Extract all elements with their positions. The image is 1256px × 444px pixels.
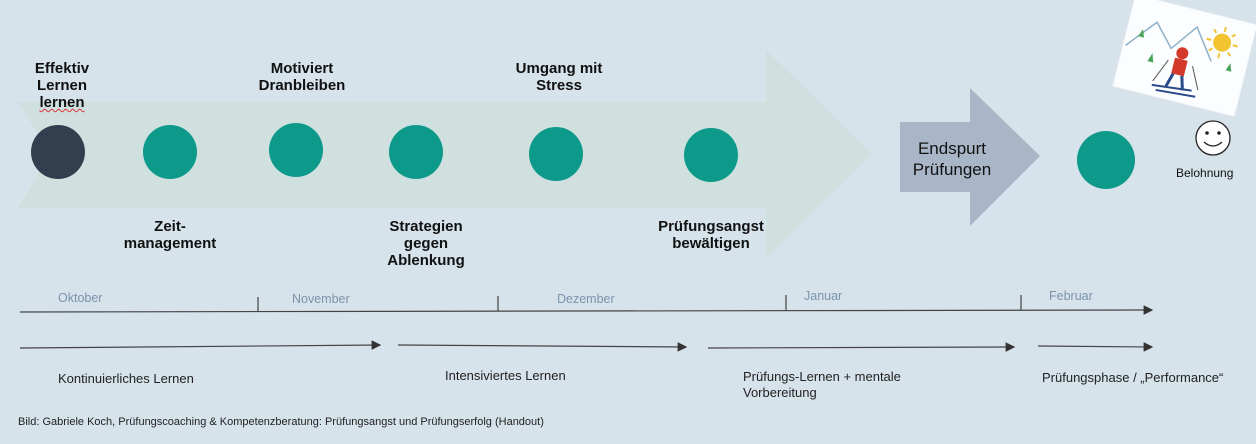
month-februar: Februar xyxy=(1049,289,1093,303)
month-januar: Januar xyxy=(804,289,843,303)
big-arrow xyxy=(18,50,872,258)
phase-arrow-2 xyxy=(397,342,688,352)
label-stress: Umgang mit Stress xyxy=(515,60,603,94)
label-strategien: Strategien gegen Ablenkung xyxy=(387,218,465,269)
label-zeitmanagement: Zeit- management xyxy=(123,218,217,252)
endspurt-arrow xyxy=(900,88,1040,226)
smiley-icon xyxy=(1195,120,1231,156)
milestone-dot-1 xyxy=(31,125,85,179)
milestone-dot-7 xyxy=(1077,131,1135,189)
milestone-dot-3 xyxy=(269,123,323,177)
label-motiviert: Motiviert Dranbleiben xyxy=(258,60,346,94)
milestone-dot-5 xyxy=(529,127,583,181)
phase-arrow-4 xyxy=(1037,342,1154,352)
phase-kontinuierlich: Kontinuierliches Lernen xyxy=(58,371,194,386)
month-dezember: Dezember xyxy=(557,292,615,306)
label-effektiv-line: lernen xyxy=(39,94,85,111)
label-belohnung: Belohnung xyxy=(1176,166,1234,180)
phase-arrow-1 xyxy=(19,340,382,350)
label-effektiv-lernen: Effektiv Lernen lernen xyxy=(22,43,102,111)
month-oktober: Oktober xyxy=(58,291,103,305)
label-endspurt: Endspurt Prüfungen xyxy=(912,139,992,179)
label-effektiv-text: Effektiv Lernen lernen xyxy=(35,60,89,111)
label-effektiv-line: Effektiv xyxy=(34,60,90,77)
milestone-dot-4 xyxy=(389,125,443,179)
month-timeline xyxy=(19,305,1154,315)
phase-intensiviert: Intensiviertes Lernen xyxy=(445,368,566,383)
label-pruefungsangst: Prüfungsangst bewältigen xyxy=(658,218,764,252)
phase-pruefungslernen: Prüfungs-Lernen + mentale Vorbereitung xyxy=(743,369,901,400)
image-caption: Bild: Gabriele Koch, Prüfungscoaching & … xyxy=(18,416,544,428)
milestone-dot-2 xyxy=(143,125,197,179)
milestone-dot-6 xyxy=(684,128,738,182)
label-effektiv-line: Lernen xyxy=(36,77,87,94)
month-november: November xyxy=(292,292,350,306)
skier-drawing xyxy=(1111,0,1256,118)
phase-arrow-3 xyxy=(707,342,1016,352)
phase-pruefungsphase: Prüfungsphase / „Performance“ xyxy=(1042,370,1224,385)
